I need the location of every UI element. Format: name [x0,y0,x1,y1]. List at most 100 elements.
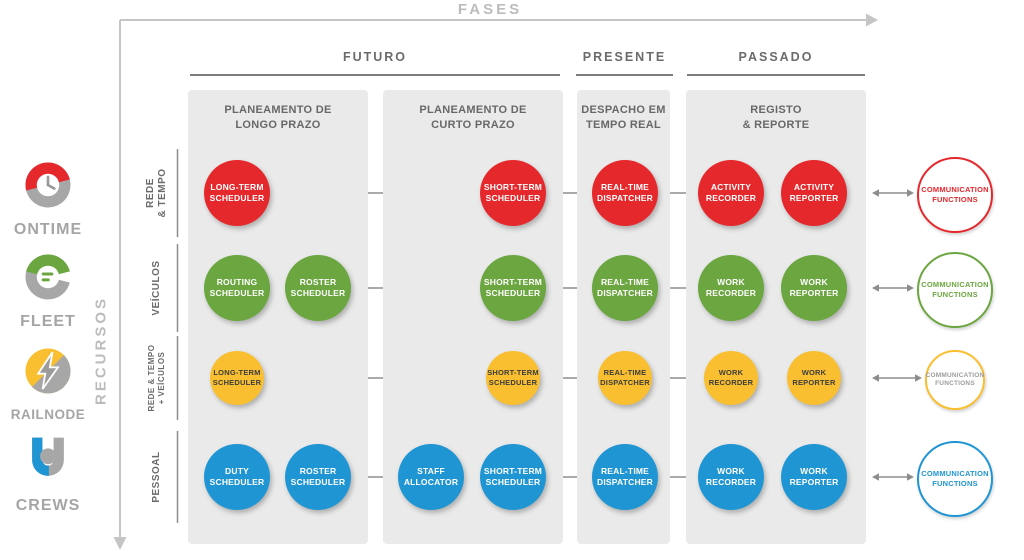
node-label-line: REAL-TIME [600,465,650,476]
node-label-line: SHORT-TERM [483,276,543,287]
brand-fleet: FLEET [0,250,96,331]
panel-title-line: PLANEAMENTO DE [419,104,527,116]
node-label-line: SHORT-TERM [483,465,543,476]
phase-label: FUTURO [342,50,408,64]
node-label-line: DISPATCHER [600,378,650,387]
phase-futuro: FUTURO [190,50,560,76]
node-label-line: FUNCTIONS [935,380,975,387]
node-label-line: RECORDER [705,288,757,298]
node-label-line: LONG-TERM [210,181,264,192]
node-label-line: REAL-TIME [600,276,650,287]
node-label-line: COMMUNICATION [921,469,989,479]
node-label-line: DISPATCHER [597,193,653,203]
node-label-line: LONG-TERM [213,368,261,378]
row-label-line: REDE & TEMPO [147,344,156,412]
phase-underline [576,74,673,76]
panel-title: PLANEAMENTO DE CURTO PRAZO [383,90,563,133]
brand-railnode: RAILNODE [0,344,96,422]
node-label-line: SCHEDULER [212,378,262,387]
node-label-line: REAL-TIME [600,181,650,192]
node-label-line: SCHEDULER [485,193,541,203]
panel-title-line: PLANEAMENTO DE [224,104,332,116]
panel-title-line: REGISTO [750,104,802,116]
brand-ontime: ONTIME [0,158,96,239]
node-label-line: SCHEDULER [488,378,538,387]
node-label-line: ROSTER [299,276,337,287]
brand-name: CREWS [15,497,81,514]
node-label-line: REPORTER [789,288,839,298]
node-label-line: ROUTING [216,276,258,287]
node-label-line: FUNCTIONS [932,290,978,299]
row-label-line: PESSOAL [150,451,162,503]
row-label-line: VEÍCULOS [150,260,162,316]
node-label-line: REAL-TIME [603,368,647,378]
panel-title: REGISTO & REPORTE [686,90,866,133]
crews-person-icon [32,437,64,476]
brand-name: RAILNODE [10,407,86,422]
node-label-line: ACTIVITY [793,181,835,192]
node-label-line: ROSTER [299,465,337,476]
row-label-pessoal: PESSOAL [144,422,170,532]
node-label-line: SCHEDULER [290,288,346,298]
node-label-line: REPORTER [789,477,839,487]
node-label-line: STAFF [417,465,445,476]
node-label-line: ACTIVITY [710,181,752,192]
row-label-line: & TEMPO [157,168,168,218]
panel-title: DESPACHO EM TEMPO REAL [577,90,670,133]
brand-name: ONTIME [13,221,83,238]
node-label-line: COMMUNICATION [921,185,989,195]
node-label-line: DISPATCHER [597,288,653,298]
node-label-line: SCHEDULER [209,193,265,203]
node-label-line: WORK [717,465,745,476]
node-label-line: DISPATCHER [597,477,653,487]
brand-crews: CREWS [0,432,96,515]
panel-title-line: TEMPO REAL [585,118,662,131]
node-label-line: RECORDER [705,477,757,487]
panel-title-line: CURTO PRAZO [431,118,515,131]
row-label-line: REDE [144,178,156,208]
row-label-rede-tempo-ve-culos: REDE & TEMPO+ VEÍCULOS [144,323,170,433]
phase-label: PASSADO [738,50,814,64]
node-label-line: SCHEDULER [485,477,541,487]
node-label-line: REPORTER [789,193,839,203]
node-label-line: SCHEDULER [209,477,265,487]
node-label-line: COMMUNICATION [925,371,985,379]
fases-axis-label: FASES [457,1,523,18]
phase-label: PRESENTE [582,50,667,64]
node-label-line: FUNCTIONS [932,195,978,204]
phase-passado: PASSADO [687,50,865,76]
node-label-line: SHORT-TERM [483,181,543,192]
node-label-line: WORK [800,465,828,476]
node-label-line: RECORDER [708,378,754,387]
node-label-line: WORK [801,368,827,378]
node-label-line: SCHEDULER [209,288,265,298]
fleet-ring-icon [25,254,73,300]
brand-name: FLEET [20,313,76,330]
node-label-line: SCHEDULER [485,288,541,298]
node-label-line: WORK [718,368,744,378]
